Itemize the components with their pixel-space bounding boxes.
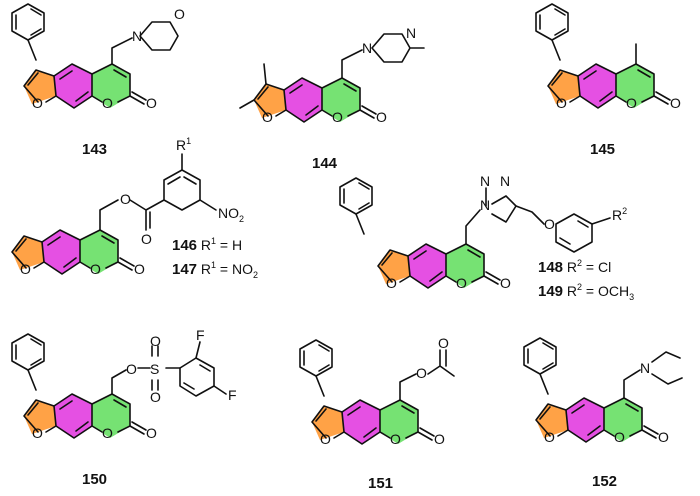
- morpholine-oxygen: O: [174, 6, 185, 22]
- furan-oxygen: O: [32, 425, 43, 441]
- compound-148-149: O O O N N N O R2 148 R2 = Cl 149 R2 = OC…: [339, 173, 634, 302]
- r2-substituent: R2: [612, 206, 627, 223]
- carbonyl-oxygen: O: [434, 431, 445, 447]
- compound-152: O O O N 152: [523, 337, 683, 490]
- compound-146-label: 146 R1 = H: [172, 236, 242, 254]
- ester-oxygen: O: [120, 191, 131, 207]
- sulfonyl-oxygen-top: O: [150, 333, 161, 349]
- compound-143: O O O N O 143: [11, 3, 185, 158]
- carbonyl-oxygen: O: [146, 95, 157, 111]
- compound-number: 151: [368, 475, 393, 492]
- ring-oxygen: O: [332, 109, 343, 125]
- ring-oxygen: O: [390, 431, 401, 447]
- carbonyl-oxygen: O: [500, 275, 511, 291]
- carbonyl-oxygen: O: [376, 109, 387, 125]
- triazole-n3: N: [500, 173, 510, 189]
- ester-oxygen: O: [416, 365, 427, 381]
- fluorine-ortho: F: [196, 327, 205, 343]
- furan-oxygen: O: [32, 95, 43, 111]
- acetyl-oxygen: O: [438, 335, 449, 351]
- compound-146-147: O O O O O R1 NO2 146 R1 = H 147 R1 = NO2: [11, 136, 258, 280]
- ring-oxygen: O: [90, 261, 101, 277]
- furan-oxygen: O: [386, 275, 397, 291]
- nitro-group: NO2: [218, 205, 244, 224]
- compound-148-label: 148 R2 = Cl: [538, 258, 611, 276]
- fluorine-para: F: [228, 387, 237, 403]
- sulfur: S: [150, 361, 159, 377]
- furan-oxygen: O: [556, 95, 567, 111]
- ring-oxygen: O: [102, 95, 113, 111]
- compound-number: 152: [592, 473, 617, 490]
- compound-147-label: 147 R1 = NO2: [172, 260, 258, 280]
- ring-oxygen: O: [102, 425, 113, 441]
- ring-oxygen: O: [614, 429, 625, 445]
- compound-number: 145: [590, 141, 615, 158]
- compound-number: 143: [82, 141, 107, 158]
- carbonyl-oxygen: O: [134, 261, 145, 277]
- furan-oxygen: O: [544, 429, 555, 445]
- carbonyl-oxygen: O: [146, 425, 157, 441]
- compound-144: O O O N N 144: [239, 25, 425, 172]
- amine-nitrogen: N: [640, 360, 650, 376]
- carbonyl-oxygen: O: [670, 95, 681, 111]
- piperazine-nitrogen: N: [362, 40, 372, 56]
- compound-149-label: 149 R2 = OCH3: [538, 282, 634, 302]
- furan-oxygen: O: [20, 261, 31, 277]
- triazole-n2: N: [480, 173, 490, 189]
- compound-number: 150: [82, 471, 107, 488]
- triazole-n1: N: [480, 197, 490, 213]
- methyl-nitrogen: N: [406, 25, 416, 41]
- ester-carbonyl-oxygen: O: [141, 231, 152, 247]
- ring-oxygen: O: [456, 275, 467, 291]
- carbonyl-oxygen: O: [658, 429, 669, 445]
- sulfonyl-oxygen-bottom: O: [150, 389, 161, 405]
- ether-oxygen: O: [544, 216, 555, 232]
- morpholine-nitrogen: N: [132, 28, 142, 44]
- sulfonate-oxygen: O: [126, 361, 137, 377]
- compound-145: O O O 145: [535, 3, 681, 158]
- compound-151: O O O O O 151: [299, 335, 455, 492]
- ring-oxygen: O: [626, 95, 637, 111]
- furan-oxygen: O: [320, 431, 331, 447]
- r1-substituent: R1: [176, 136, 191, 153]
- furan-oxygen: O: [262, 109, 273, 125]
- compound-number: 144: [312, 155, 338, 172]
- compound-150: O O O O S O O F F 150: [11, 327, 237, 488]
